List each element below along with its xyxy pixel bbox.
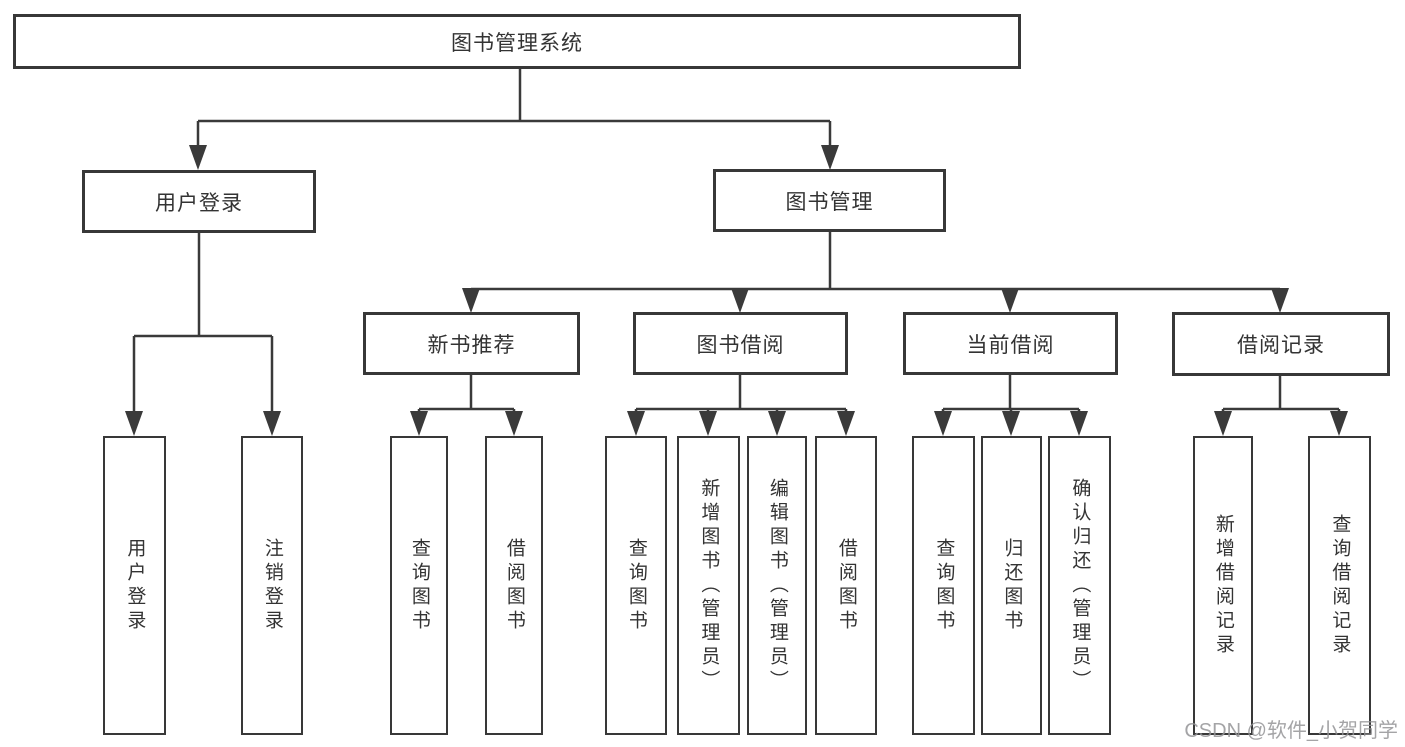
leaf-query-books-current-label: 查询图书 [933, 537, 955, 634]
leaf-query-borrow-record: 查询借阅记录 [1308, 436, 1371, 735]
leaf-query-books-recommend: 查询图书 [390, 436, 448, 735]
leaf-borrow-books-recommend: 借阅图书 [485, 436, 543, 735]
node-user-login: 用户登录 [82, 170, 316, 233]
leaf-return-book-label: 归还图书 [1001, 537, 1023, 634]
node-user-login-label: 用户登录 [155, 191, 243, 215]
leaf-query-books-borrowing-label: 查询图书 [625, 537, 647, 634]
leaf-user-login-label: 用户登录 [124, 537, 146, 634]
leaf-logout-label: 注销登录 [261, 537, 283, 634]
leaf-query-books-borrowing: 查询图书 [605, 436, 667, 735]
node-current-borrowing: 当前借阅 [903, 312, 1118, 375]
leaf-confirm-return-admin-label: 确认归还（管理员） [1069, 477, 1091, 694]
leaf-borrow-books-label: 借阅图书 [835, 537, 857, 634]
leaf-edit-book-admin: 编辑图书（管理员） [747, 436, 807, 735]
leaf-add-borrow-record-label: 新增借阅记录 [1212, 513, 1234, 658]
leaf-confirm-return-admin: 确认归还（管理员） [1048, 436, 1111, 735]
leaf-return-book: 归还图书 [981, 436, 1042, 735]
node-current-borrowing-label: 当前借阅 [966, 333, 1055, 357]
leaf-borrow-books: 借阅图书 [815, 436, 877, 735]
node-root: 图书管理系统 [13, 14, 1021, 69]
node-new-book-recommendation: 新书推荐 [363, 312, 580, 375]
leaf-borrow-books-recommend-label: 借阅图书 [503, 537, 525, 634]
node-book-borrowing: 图书借阅 [633, 312, 848, 375]
leaf-query-books-current: 查询图书 [912, 436, 975, 735]
leaf-add-book-admin-label: 新增图书（管理员） [698, 477, 720, 694]
node-book-management-label: 图书管理 [785, 190, 874, 214]
node-book-management: 图书管理 [713, 169, 946, 232]
leaf-edit-book-admin-label: 编辑图书（管理员） [766, 477, 788, 694]
node-new-book-recommendation-label: 新书推荐 [427, 333, 516, 357]
arrowhead-icons [125, 145, 1348, 436]
leaf-add-book-admin: 新增图书（管理员） [677, 436, 740, 735]
leaf-query-books-recommend-label: 查询图书 [408, 537, 430, 634]
leaf-query-borrow-record-label: 查询借阅记录 [1329, 513, 1351, 658]
leaf-logout: 注销登录 [241, 436, 303, 735]
leaf-user-login: 用户登录 [103, 436, 166, 735]
leaf-add-borrow-record: 新增借阅记录 [1193, 436, 1253, 735]
node-borrowing-records-label: 借阅记录 [1237, 334, 1325, 357]
node-book-borrowing-label: 图书借阅 [696, 333, 785, 357]
node-borrowing-records: 借阅记录 [1172, 312, 1390, 376]
watermark: CSDN @软件_小贺同学 [1184, 720, 1398, 742]
node-root-label: 图书管理系统 [451, 31, 583, 55]
